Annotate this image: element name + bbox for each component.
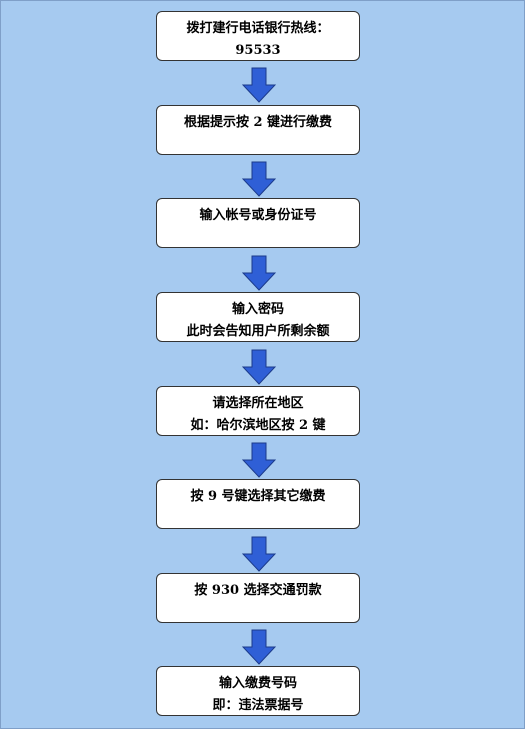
- step-5-line-2: 如：哈尔滨地区按 2 键: [190, 418, 326, 433]
- down-arrow-icon: [242, 67, 276, 103]
- down-arrow-icon: [242, 536, 276, 572]
- step-box-3: 输入帐号或身份证号: [156, 198, 360, 248]
- step-5-line-1: 请选择所在地区: [212, 396, 304, 411]
- step-3-line-1: 输入帐号或身份证号: [199, 208, 317, 223]
- step-box-6: 按 9 号键选择其它缴费: [156, 479, 360, 529]
- step-box-5: 请选择所在地区 如：哈尔滨地区按 2 键: [156, 386, 360, 436]
- step-box-8: 输入缴费号码 即：违法票据号: [156, 666, 360, 716]
- step-7-line-1: 按 930 选择交通罚款: [194, 583, 322, 598]
- down-arrow-icon: [242, 255, 276, 291]
- step-box-4: 输入密码 此时会告知用户所剩余额: [156, 292, 360, 342]
- step-1-line-1: 拨打建行电话银行热线：: [186, 21, 330, 36]
- step-box-2: 根据提示按 2 键进行缴费: [156, 105, 360, 155]
- step-box-1: 拨打建行电话银行热线： 95533: [156, 11, 360, 61]
- step-8-line-1: 输入缴费号码: [218, 676, 297, 691]
- down-arrow-icon: [242, 349, 276, 385]
- step-4-line-2: 此时会告知用户所剩余额: [186, 324, 330, 339]
- step-8-line-2: 即：违法票据号: [212, 698, 304, 713]
- step-1-line-2: 95533: [235, 43, 281, 58]
- down-arrow-icon: [242, 442, 276, 478]
- down-arrow-icon: [242, 161, 276, 197]
- step-box-7: 按 930 选择交通罚款: [156, 573, 360, 623]
- step-4-line-1: 输入密码: [231, 302, 284, 317]
- step-6-line-1: 按 9 号键选择其它缴费: [190, 489, 326, 504]
- step-2-line-1: 根据提示按 2 键进行缴费: [183, 115, 333, 130]
- down-arrow-icon: [242, 629, 276, 665]
